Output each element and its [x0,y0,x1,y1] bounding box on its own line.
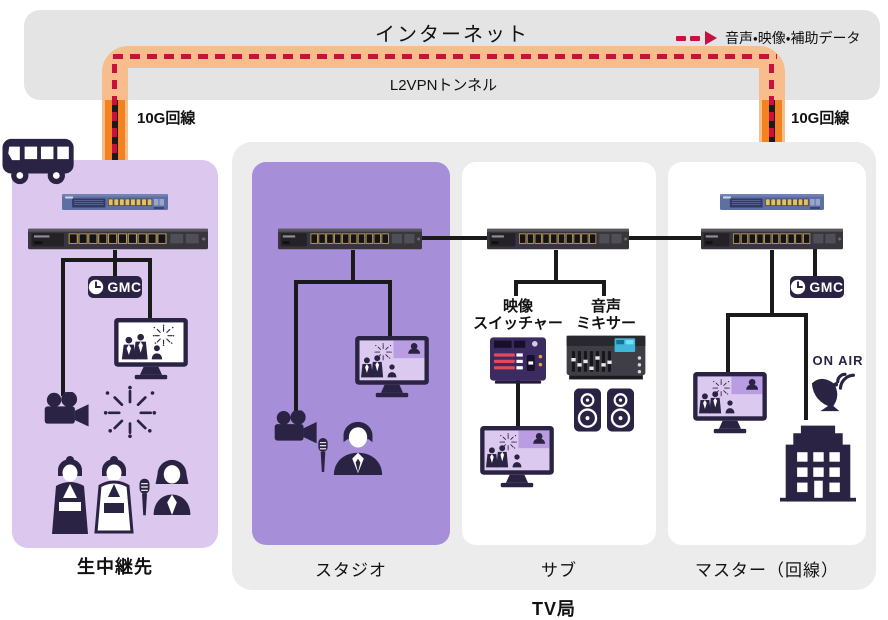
signal-dash-right [769,64,774,160]
cable [514,280,518,296]
cable [61,258,65,396]
tv-station-label: TV局 [531,599,576,619]
cable [602,280,606,296]
cable [726,313,808,317]
camera-icon [44,392,90,428]
camera-icon [274,410,318,445]
fireworks-icon [102,384,158,438]
microphone-icon [316,438,330,472]
switch-sub [487,228,629,250]
audio-mixer-icon [566,334,646,382]
vswitcher-label: 映像 スイッチャー [473,298,563,332]
clock-icon [791,279,806,295]
cable [294,280,298,413]
router-master [720,193,824,211]
speaker-icon [607,388,634,432]
on-air-label: ON AIR [812,353,864,368]
announcer-icon [332,419,384,475]
trunk-cable [420,236,490,240]
cable [804,313,808,420]
clock-icon [89,279,104,295]
gmc-label: GMC [107,279,142,295]
signal-dash-left [112,64,117,160]
sub-label: サブ [541,561,577,580]
legend: 音声・映像・補助データ [676,28,861,48]
cable [770,250,774,315]
monitor-master-icon [693,372,767,434]
tunnel-label: L2VPNトンネル [389,77,498,94]
cable [351,250,355,282]
studio-label: スタジオ [315,561,387,580]
cable [388,280,392,338]
speaker-icon [574,388,601,432]
monitor-sub-icon [480,426,554,488]
announcer-icon [150,455,194,515]
signal-dash-horizontal [113,54,777,59]
cable [554,250,558,282]
cable [726,313,730,374]
kimono-person-icon [48,454,92,534]
legend-label: 音声・映像・補助データ [725,30,861,46]
satellite-dish-icon [810,368,858,412]
router-remote [62,193,168,211]
cable [294,280,392,284]
video-switcher-icon [490,334,546,384]
cable [148,258,152,320]
master-label: マスター（回線） [695,561,839,580]
trunk-cable [627,236,703,240]
legend-dash-icon [690,35,700,41]
cable [61,258,152,262]
remote-label: 生中継先 [77,557,153,577]
gmc-badge-remote: GMC [88,276,142,298]
cable [516,380,520,428]
kimono-person-icon [92,454,136,534]
switch-studio [278,228,422,250]
monitor-remote-icon [114,318,188,380]
cable [514,280,606,284]
mixer-label: 音声 ミキサー [575,298,636,332]
switch-master [701,228,843,250]
10g-label-left: 10G回線 [137,110,196,127]
gmc-badge-master: GMC [790,276,844,298]
building-icon [780,410,856,502]
cable [113,250,117,278]
legend-arrow-icon [705,31,717,45]
bus-icon [2,137,78,187]
internet-title: インターネット [375,24,529,46]
gmc-label: GMC [809,279,844,295]
switch-remote [28,228,208,250]
cable [813,247,817,278]
10g-label-right: 10G回線 [791,110,850,127]
monitor-studio-icon [355,336,429,398]
legend-dash-icon [676,35,686,41]
